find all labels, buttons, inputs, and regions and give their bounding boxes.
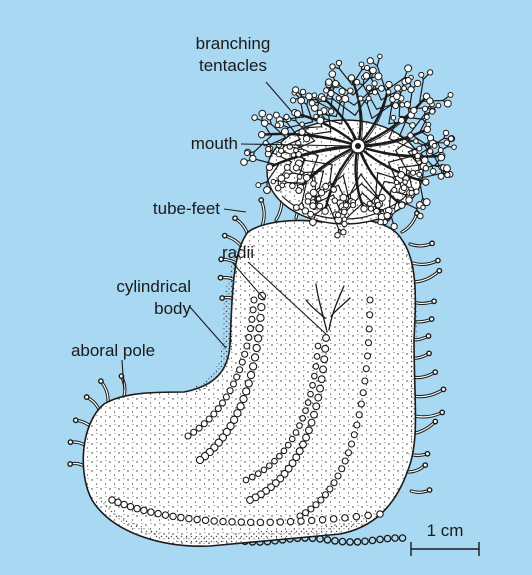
label-cylindrical-body-line1: cylindrical bbox=[116, 277, 191, 296]
label-mouth: mouth bbox=[191, 134, 238, 153]
label-branching-tentacles-line1: branching bbox=[196, 34, 271, 53]
label-aboral-pole: aboral pole bbox=[71, 341, 155, 360]
mouth-opening bbox=[351, 139, 365, 153]
label-tube-feet: tube-feet bbox=[153, 199, 220, 218]
label-branching-tentacles-line2: tentacles bbox=[199, 56, 267, 75]
label-cylindrical-body-line2: body bbox=[154, 299, 191, 318]
scale-bar-label: 1 cm bbox=[427, 521, 464, 540]
label-radii: radii bbox=[222, 243, 254, 262]
